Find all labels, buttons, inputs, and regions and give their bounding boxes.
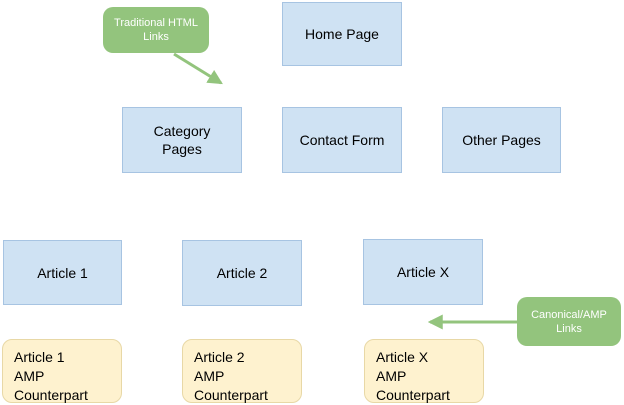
node-article-2: Article 2 [182, 240, 302, 306]
node-category-pages-label-line2: Pages [162, 141, 202, 157]
node-category-pages-label-line1: Category [153, 123, 211, 139]
amp1-line2: AMP [14, 368, 45, 384]
node-contact-form-label: Contact Form [299, 132, 385, 148]
node-article-2-amp-counterpart: Article 2 AMP Counterpart [182, 339, 302, 403]
callout-canonical-line2: Links [556, 322, 582, 335]
node-article-1-label: Article 1 [37, 264, 88, 281]
node-category-pages: Category Pages [122, 107, 242, 173]
node-article-x: Article X [363, 239, 483, 305]
ampX-line3: Counterpart [376, 387, 450, 403]
node-article-2-label: Article 2 [216, 265, 268, 281]
traditional-links-arrow [173, 52, 223, 85]
callout-traditional-line1: Traditional HTML [114, 17, 198, 29]
amp1-line3: Counterpart [14, 387, 88, 403]
node-home-page-label: Home Page [305, 26, 379, 42]
node-other-pages-label: Other Pages [462, 132, 541, 148]
amp2-line2: AMP [194, 368, 225, 384]
amp2-line3: Counterpart [194, 387, 268, 403]
amp1-line1: Article 1 [14, 349, 65, 365]
node-other-pages: Other Pages [442, 107, 561, 173]
node-contact-form: Contact Form [282, 107, 402, 173]
ampX-line2: AMP [376, 368, 407, 384]
node-article-1: Article 1 [3, 240, 122, 305]
callout-traditional-html-links: Traditional HTML Links [103, 7, 209, 53]
node-article-1-amp-counterpart: Article 1 AMP Counterpart [2, 339, 122, 403]
ampX-line1: Article X [376, 349, 429, 365]
callout-canonical-line1: Canonical/AMP [531, 308, 607, 321]
node-article-x-label: Article X [396, 264, 450, 280]
node-article-x-amp-counterpart: Article X AMP Counterpart [364, 339, 484, 403]
amp2-line1: Article 2 [194, 349, 245, 365]
callout-traditional-line2: Links [143, 31, 169, 43]
node-home-page: Home Page [282, 2, 402, 66]
callout-canonical-amp-links: Canonical/AMP Links [517, 297, 621, 346]
